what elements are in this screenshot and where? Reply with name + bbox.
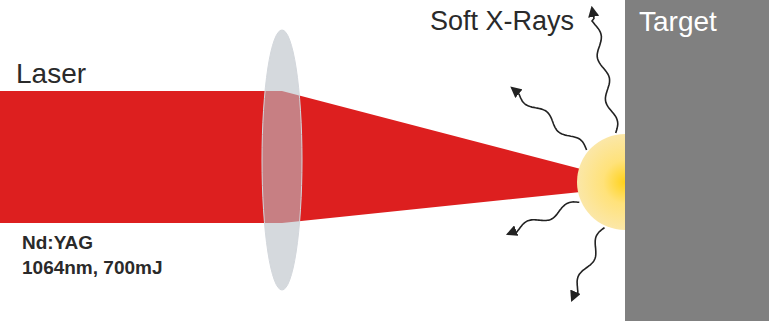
focused-beam [282, 91, 600, 223]
x-ray-arrow [508, 202, 579, 234]
laser-type-label: Nd:YAG [22, 232, 93, 254]
rays-label: Soft X-Rays [430, 6, 574, 37]
plasma-spot [577, 134, 625, 230]
x-ray-arrows [508, 8, 618, 300]
x-ray-arrow [592, 8, 618, 133]
laser-spec-label: 1064nm, 700mJ [22, 257, 163, 279]
x-ray-arrow [572, 228, 605, 300]
x-ray-arrow [512, 88, 587, 150]
focusing-lens [262, 30, 302, 290]
target-label: Target [639, 6, 755, 38]
laser-beam [0, 91, 282, 223]
target-block [625, 0, 769, 321]
laser-label: Laser [16, 58, 86, 90]
target-region: Target [625, 0, 769, 321]
